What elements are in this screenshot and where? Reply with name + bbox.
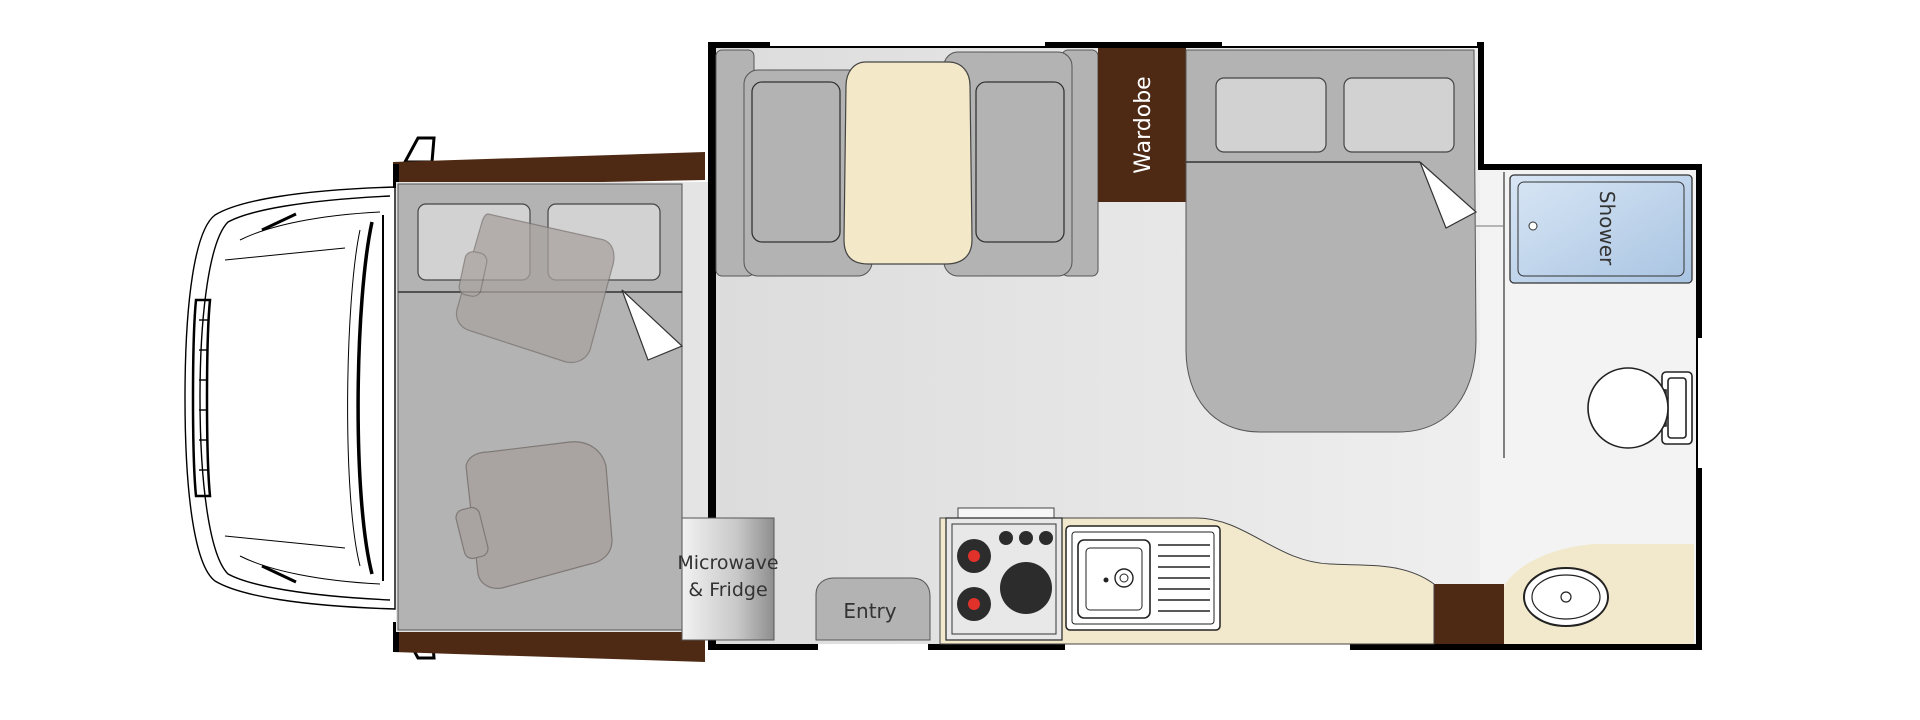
wardrobe-label: Wardobe: [1131, 76, 1156, 173]
rear-pillow-right: [1343, 77, 1455, 153]
sink-basin: [1077, 539, 1151, 619]
microwave-fridge: [681, 517, 775, 641]
cab-outline: [184, 186, 396, 610]
dinette-table: [843, 61, 973, 265]
shower: [1509, 174, 1693, 284]
shower-drain: [1528, 221, 1538, 231]
window-bottom: [1065, 644, 1350, 650]
cab-seat-top: [455, 213, 615, 364]
cab-wall-bottom: [393, 630, 705, 662]
cooktop-rail: [957, 507, 1055, 519]
rear-pillow-left: [1215, 77, 1327, 153]
knob-3: [1039, 531, 1053, 545]
cab-frame-bottom: [393, 622, 399, 652]
wardrobe: [1098, 48, 1186, 202]
entry-label: Entry: [843, 599, 896, 623]
windscreen: [356, 221, 374, 575]
burner-large: [1000, 562, 1052, 614]
dinette-cushion-right: [975, 81, 1065, 243]
microwave-label-line1: Microwave: [677, 552, 778, 574]
cab-wall-top: [393, 152, 705, 186]
dinette-cushion-left: [751, 81, 841, 243]
rear-bed-fold: [1419, 161, 1478, 229]
grille: [191, 298, 212, 498]
toilet: [1587, 367, 1693, 449]
vanity-wood-panel: [1434, 584, 1504, 644]
cab-bed-fold: [621, 289, 684, 361]
window-top-right: [1222, 40, 1477, 46]
entry-door-gap: [818, 644, 928, 650]
knob-1: [999, 531, 1013, 545]
microwave-label-line2: & Fridge: [688, 579, 767, 601]
shower-label: Shower: [1595, 191, 1619, 266]
cab-seat-bottom: [455, 441, 613, 589]
knob-2: [1019, 531, 1033, 545]
vehicle-cab: [184, 136, 436, 660]
cab-frame-top: [393, 164, 399, 188]
mirror-top: [402, 136, 436, 164]
entry-step: [815, 577, 931, 641]
drainer: [1158, 544, 1210, 612]
window-right: [1698, 338, 1704, 468]
window-top-left: [770, 40, 1045, 46]
